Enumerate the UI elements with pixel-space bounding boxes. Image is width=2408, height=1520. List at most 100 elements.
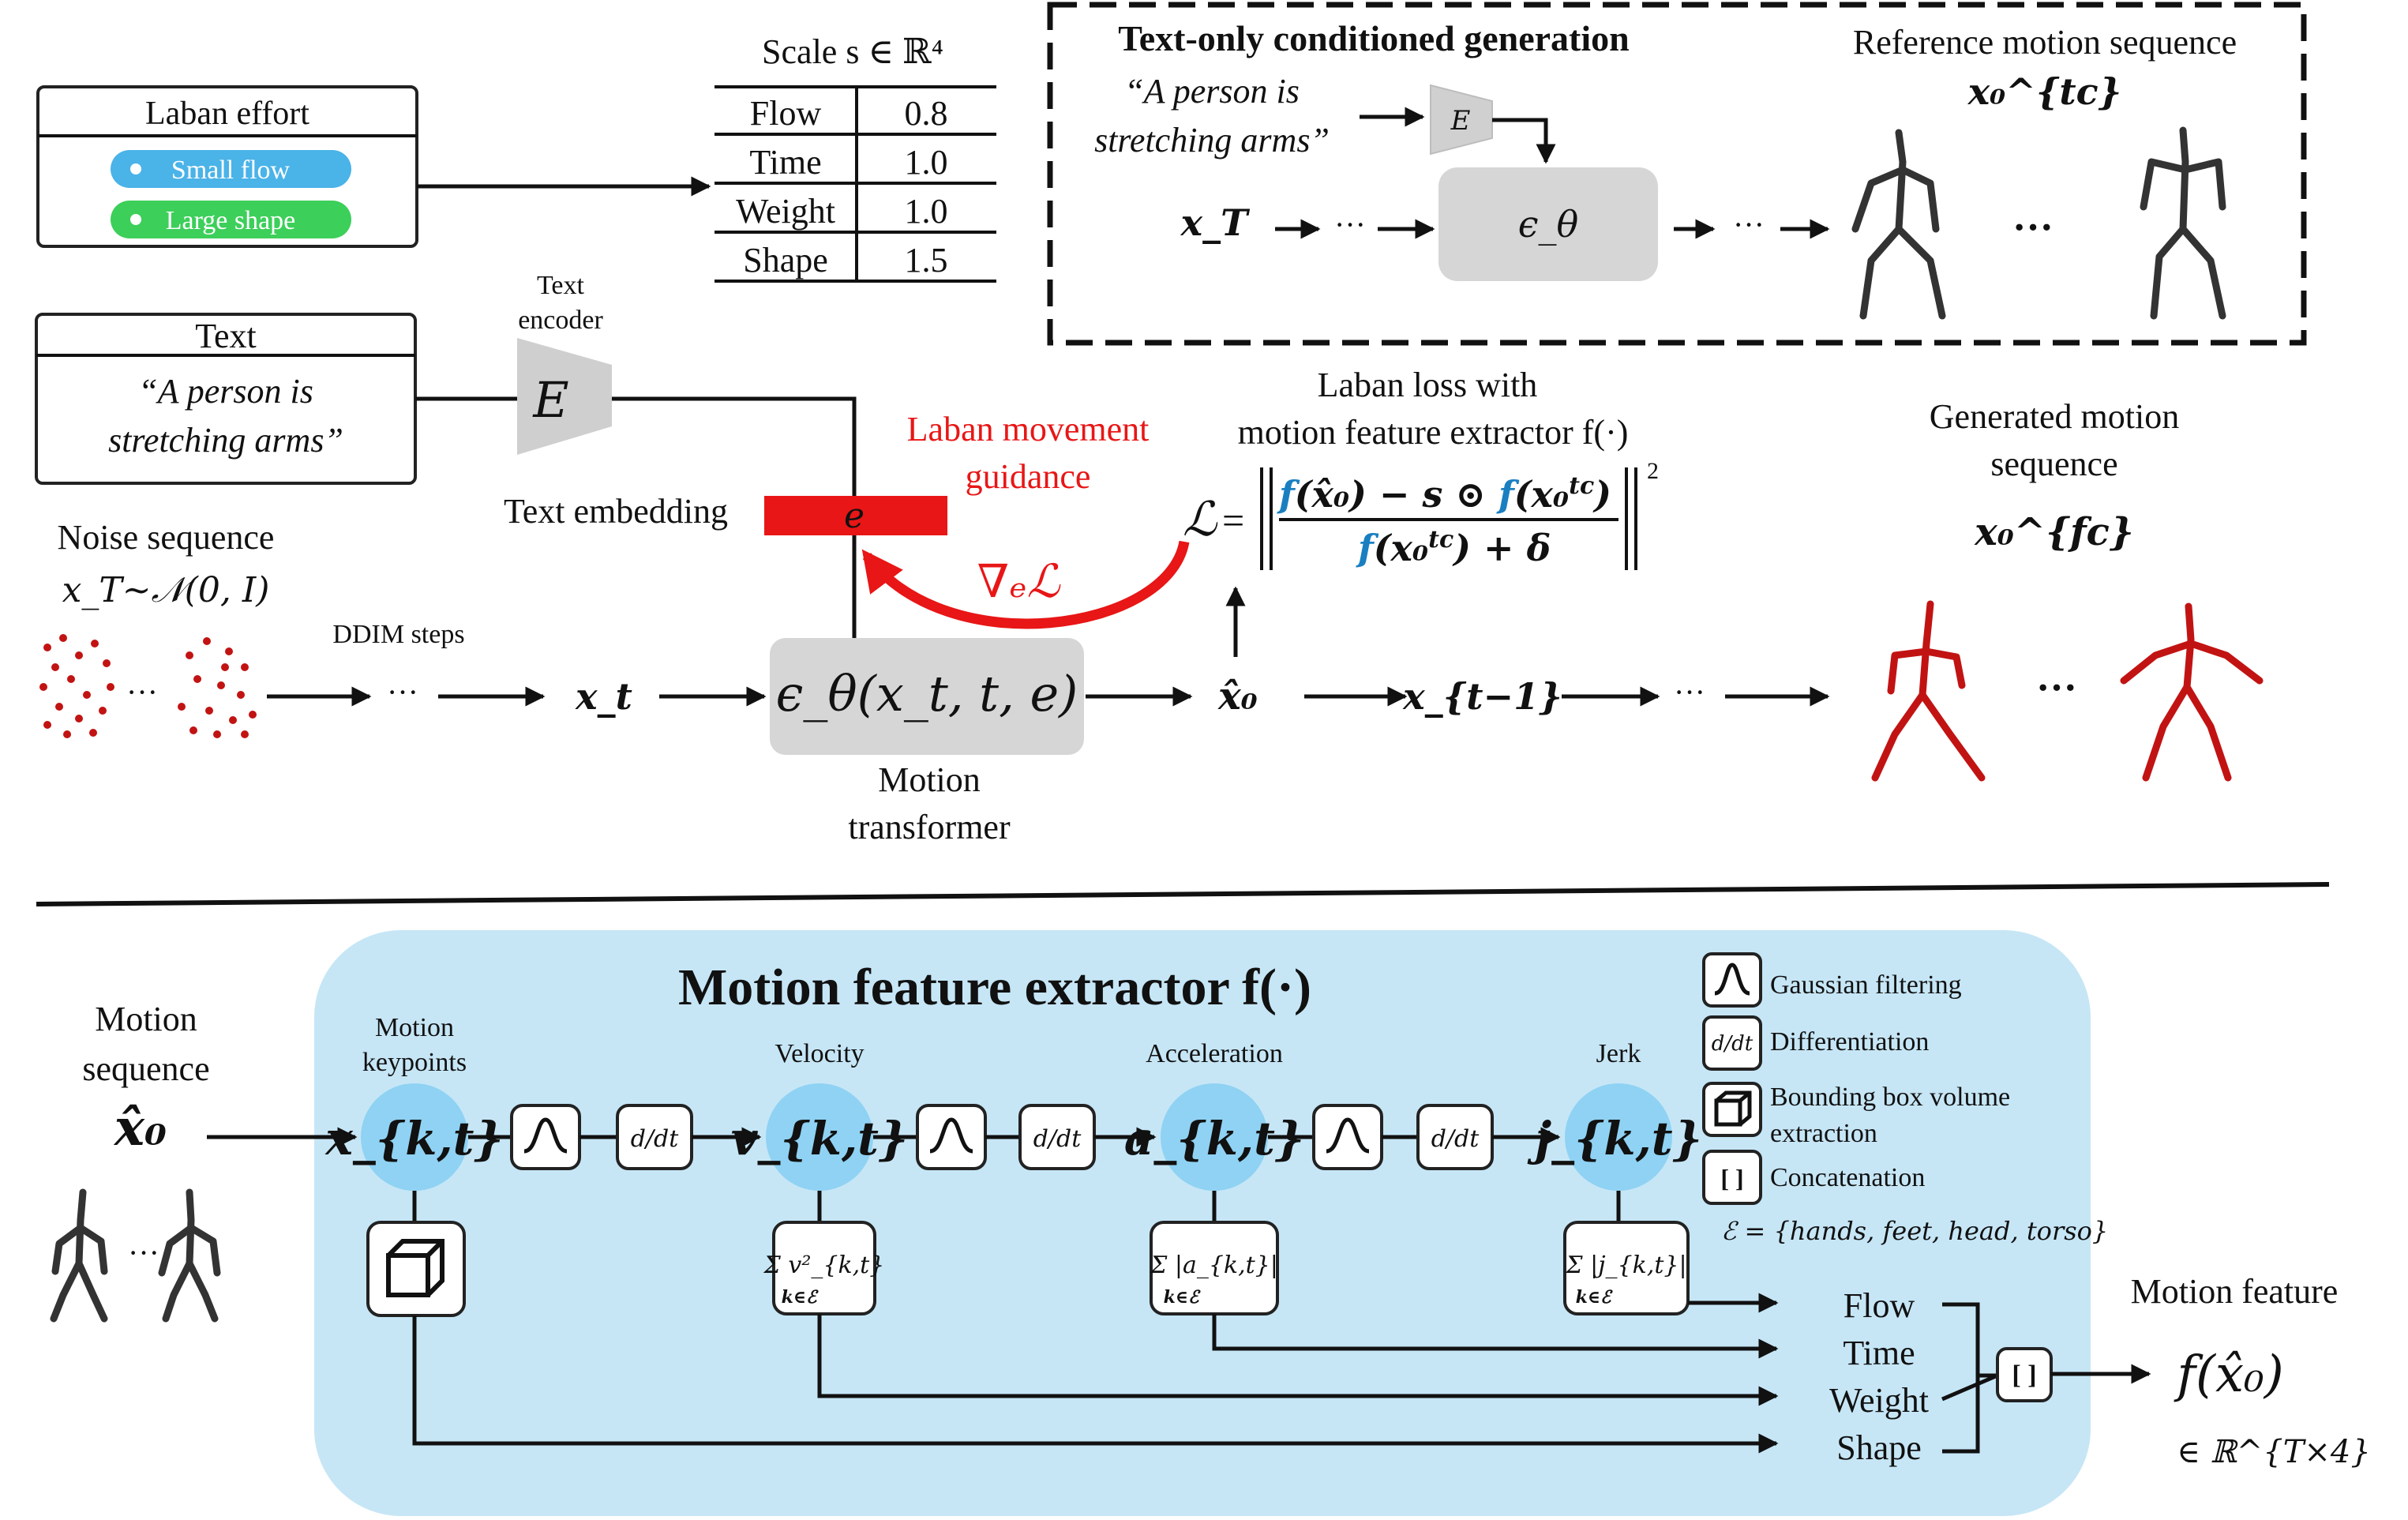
- laban-loss-label-1: Laban loss with: [1318, 366, 1538, 404]
- text-only-quote-1: “A person is: [1124, 72, 1300, 111]
- output-weight: Weight: [1829, 1381, 1929, 1420]
- generated-stick-figure-1: [1871, 600, 1986, 782]
- ddim-dots: ···: [387, 674, 418, 710]
- reference-motion-label: Reference motion sequence: [1853, 23, 2237, 62]
- noise-label-1: Noise sequence: [58, 518, 275, 557]
- concat-op-label: [ ]: [2012, 1360, 2036, 1390]
- svg-text:2: 2: [1647, 458, 1659, 484]
- text-only-xT: x_T: [1180, 201, 1251, 244]
- sum-jerk-label: Σ |j_{k,t}|: [1565, 1252, 1686, 1279]
- text-only-quote-2: stretching arms”: [1094, 121, 1330, 160]
- svg-text:f(x̂₀) − s ⊙ f(x₀tc): f(x̂₀) − s ⊙ f(x₀tc): [1277, 472, 1611, 516]
- text-embedding-label: Text embedding: [504, 492, 728, 531]
- scale-row-name: Flow: [750, 94, 822, 133]
- scale-row-value: 0.8: [905, 94, 948, 133]
- laban-effort-box: Laban effort Small flow Large shape: [36, 85, 418, 248]
- gaussian-filter-op: [510, 1104, 581, 1170]
- text-box-quote-2: stretching arms”: [108, 421, 343, 460]
- gaussian-icon: [1326, 1117, 1370, 1154]
- text-only-dots-1: ···: [1334, 207, 1366, 242]
- x0hat-symbol: x̂₀: [1217, 674, 1258, 719]
- diff-op-label: d/dt: [1431, 1125, 1480, 1153]
- node-velocity: [766, 1083, 873, 1191]
- svg-text:ℒ: ℒ: [1183, 492, 1218, 547]
- node-acceleration: [1161, 1083, 1268, 1191]
- node-velocity-label: Velocity: [775, 1039, 864, 1068]
- node-jerk-label: Jerk: [1596, 1039, 1641, 1068]
- text-only-model-label: ϵ_θ: [1518, 203, 1578, 246]
- pill-small-flow: [111, 150, 351, 188]
- text-box-quote-1: “A person is: [138, 372, 313, 411]
- extractor-title: Motion feature extractor f(·): [678, 959, 1311, 1016]
- text-only-encoder-symbol: E: [1450, 105, 1471, 137]
- output-shape: Shape: [1836, 1428, 1922, 1467]
- pill-large-shape-label: Large shape: [166, 206, 296, 235]
- gaussian-filter-op: [916, 1104, 987, 1170]
- legend-gaussian-label: Gaussian filtering: [1770, 970, 1962, 1000]
- legend-bbox-label: Bounding box volume: [1770, 1083, 2010, 1112]
- input-label-1: Motion: [95, 1000, 197, 1038]
- reference-stick-figure-1: [1851, 129, 1946, 320]
- svg-text:···: ···: [128, 1235, 159, 1270]
- reference-motion-symbol: x₀^{tc}: [1967, 70, 2122, 113]
- pill-small-flow-label: Small flow: [171, 156, 291, 185]
- svg-text:f(x₀tc) + δ: f(x₀tc) + δ: [1356, 526, 1551, 570]
- text-only-model-box: [1438, 167, 1658, 281]
- noise-cloud-1: [39, 634, 114, 738]
- legend: Gaussian filtering d/dt Differentiation …: [1702, 952, 2108, 1246]
- xt-symbol: x_t: [575, 675, 632, 718]
- legend-cube-icon: [1714, 1090, 1752, 1127]
- node-jerk: [1565, 1083, 1672, 1191]
- gaussian-icon: [929, 1117, 973, 1154]
- text-only-dots-2: ···: [1733, 207, 1765, 242]
- motion-feature-space: ∈ ℝ^{T×4}: [2177, 1434, 2371, 1470]
- laban-loss-formula: ℒ = f(x̂₀) − s ⊙ f(x₀tc) f(x₀tc) + δ 2: [1183, 458, 1659, 570]
- text-only-title: Text-only conditioned generation: [1118, 18, 1629, 58]
- reference-dots: ···: [2012, 205, 2054, 250]
- laban-effort-title: Laban effort: [145, 96, 309, 132]
- motion-feature-symbol: f(x̂₀): [2174, 1345, 2283, 1404]
- generated-label-1: Generated motion: [1930, 397, 2179, 436]
- scale-row-name: Shape: [743, 241, 828, 280]
- output-bracket: [1942, 1302, 1980, 1454]
- text-box-title: Text: [195, 317, 257, 355]
- text-encoder-label-2: encoder: [518, 306, 603, 335]
- text-encoder-symbol: E: [532, 371, 568, 429]
- noise-cloud-2: [178, 637, 257, 738]
- noise-label-2: x_T~𝒩(0, I): [62, 570, 270, 610]
- node-keypoints-label-2: keypoints: [362, 1048, 467, 1077]
- text-encoder-icon: [517, 338, 612, 455]
- sum-jerk-op: [1563, 1221, 1690, 1315]
- legend-concat-icon: [ ]: [1720, 1164, 1743, 1192]
- diff-op-label: d/dt: [631, 1125, 680, 1153]
- input-label-2: sequence: [82, 1049, 209, 1088]
- node-keypoints-label-1: Motion: [375, 1013, 454, 1042]
- gaussian-filter-op: [1312, 1104, 1383, 1170]
- generated-stick-figure-2: [2120, 602, 2264, 782]
- sum-velocity-label: Σ v²_{k,t}: [763, 1252, 885, 1279]
- guidance-gradient: ∇ₑℒ: [977, 554, 1061, 608]
- gaussian-icon: [523, 1117, 568, 1154]
- text-only-generation-panel: Text-only conditioned generation “A pers…: [1047, 2, 2307, 346]
- scale-row-value: 1.0: [905, 143, 948, 182]
- sum-subscript: k∈ℰ: [782, 1287, 820, 1308]
- xt-minus-1-symbol: x_{t−1}: [1402, 675, 1562, 718]
- ddim-label: DDIM steps: [332, 620, 464, 649]
- noise-dots: ···: [126, 674, 158, 710]
- legend-concat-label: Concatenation: [1770, 1163, 1925, 1192]
- output-flow: Flow: [1844, 1286, 1915, 1325]
- reference-stick-figure-2: [2140, 126, 2226, 320]
- scale-row-name: Time: [749, 143, 821, 182]
- legend-diff-label: Differentiation: [1770, 1027, 1929, 1056]
- section-divider: [36, 882, 2330, 906]
- input-stick-figures: ···: [50, 1188, 221, 1323]
- bbox-volume-op: [366, 1221, 466, 1317]
- diff-op-label: d/dt: [1033, 1125, 1082, 1153]
- legend-gaussian-icon: [1714, 963, 1750, 996]
- generated-dots: ···: [2036, 666, 2077, 711]
- scale-table-header: Scale s ∈ ℝ⁴: [762, 32, 943, 71]
- scale-table: Scale s ∈ ℝ⁴ Flow 0.8 Time 1.0 Weight 1.…: [715, 32, 996, 283]
- legend-diff-icon: d/dt: [1712, 1032, 1753, 1056]
- guidance-label-1: Laban movement: [907, 410, 1150, 448]
